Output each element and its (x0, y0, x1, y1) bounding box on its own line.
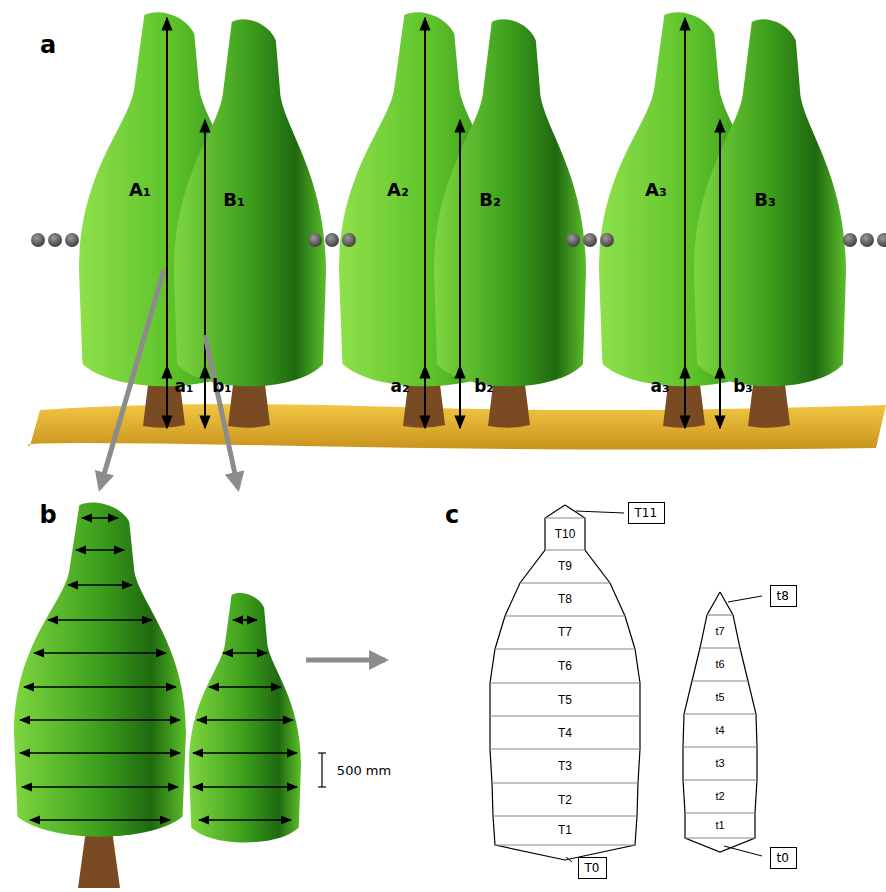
figure-label: c (445, 503, 459, 527)
crown (694, 19, 846, 386)
section-label: T6 (558, 660, 572, 672)
section-model (490, 505, 757, 860)
figure-label: b₁ (212, 378, 232, 395)
section-label: T3 (558, 760, 572, 772)
height-arrows (167, 18, 720, 428)
section-label: T9 (558, 560, 572, 572)
section-label: t1 (715, 820, 724, 831)
figure-label: b₃ (733, 378, 753, 395)
figure-label: A₃ (645, 181, 667, 199)
figure-label: b₂ (474, 378, 494, 395)
crown (174, 19, 326, 386)
figure-label: B₁ (223, 191, 245, 209)
section-label: t3 (715, 758, 724, 769)
section-label: T5 (558, 694, 572, 706)
callout-text: t8 (777, 590, 789, 602)
tree (434, 19, 586, 428)
callout-text: t0 (777, 852, 789, 864)
tree (694, 19, 846, 428)
section-label: T4 (558, 727, 572, 739)
callout-box: t8 (770, 585, 797, 607)
tree-row (79, 12, 846, 428)
leader-lines (566, 511, 762, 862)
callout-box: t0 (770, 847, 797, 869)
callout-box: T11 (628, 502, 665, 524)
section-label: t4 (715, 725, 724, 736)
figure-label: A₁ (129, 181, 151, 199)
interval-bracket (318, 753, 326, 787)
section-label: T10 (555, 528, 576, 540)
figure-label: B₂ (479, 191, 501, 209)
section-label: T7 (558, 626, 572, 638)
section-label: T2 (558, 794, 572, 806)
figure-label: B₃ (754, 191, 776, 209)
crown (434, 19, 586, 386)
section-label: T8 (558, 593, 572, 605)
crown-width-panel (14, 502, 301, 888)
continuation-dots (31, 233, 886, 247)
tree (174, 19, 326, 428)
callout-text: T0 (585, 862, 600, 874)
figure-label: a₃ (651, 378, 670, 395)
figure-label: a₁ (175, 378, 194, 395)
callout-box: T0 (578, 857, 607, 879)
figure-label: a (40, 33, 56, 57)
figure-label: 500 mm (337, 764, 391, 777)
figure-label: a₂ (391, 378, 410, 395)
section-label: t7 (715, 626, 724, 637)
section-label: t6 (715, 659, 724, 670)
section-label: t5 (715, 692, 724, 703)
figure-label: A₂ (387, 181, 409, 199)
figure-label: b (39, 503, 56, 527)
callout-text: T11 (635, 507, 658, 519)
section-label: T1 (558, 824, 572, 836)
section-label: t2 (715, 791, 724, 802)
